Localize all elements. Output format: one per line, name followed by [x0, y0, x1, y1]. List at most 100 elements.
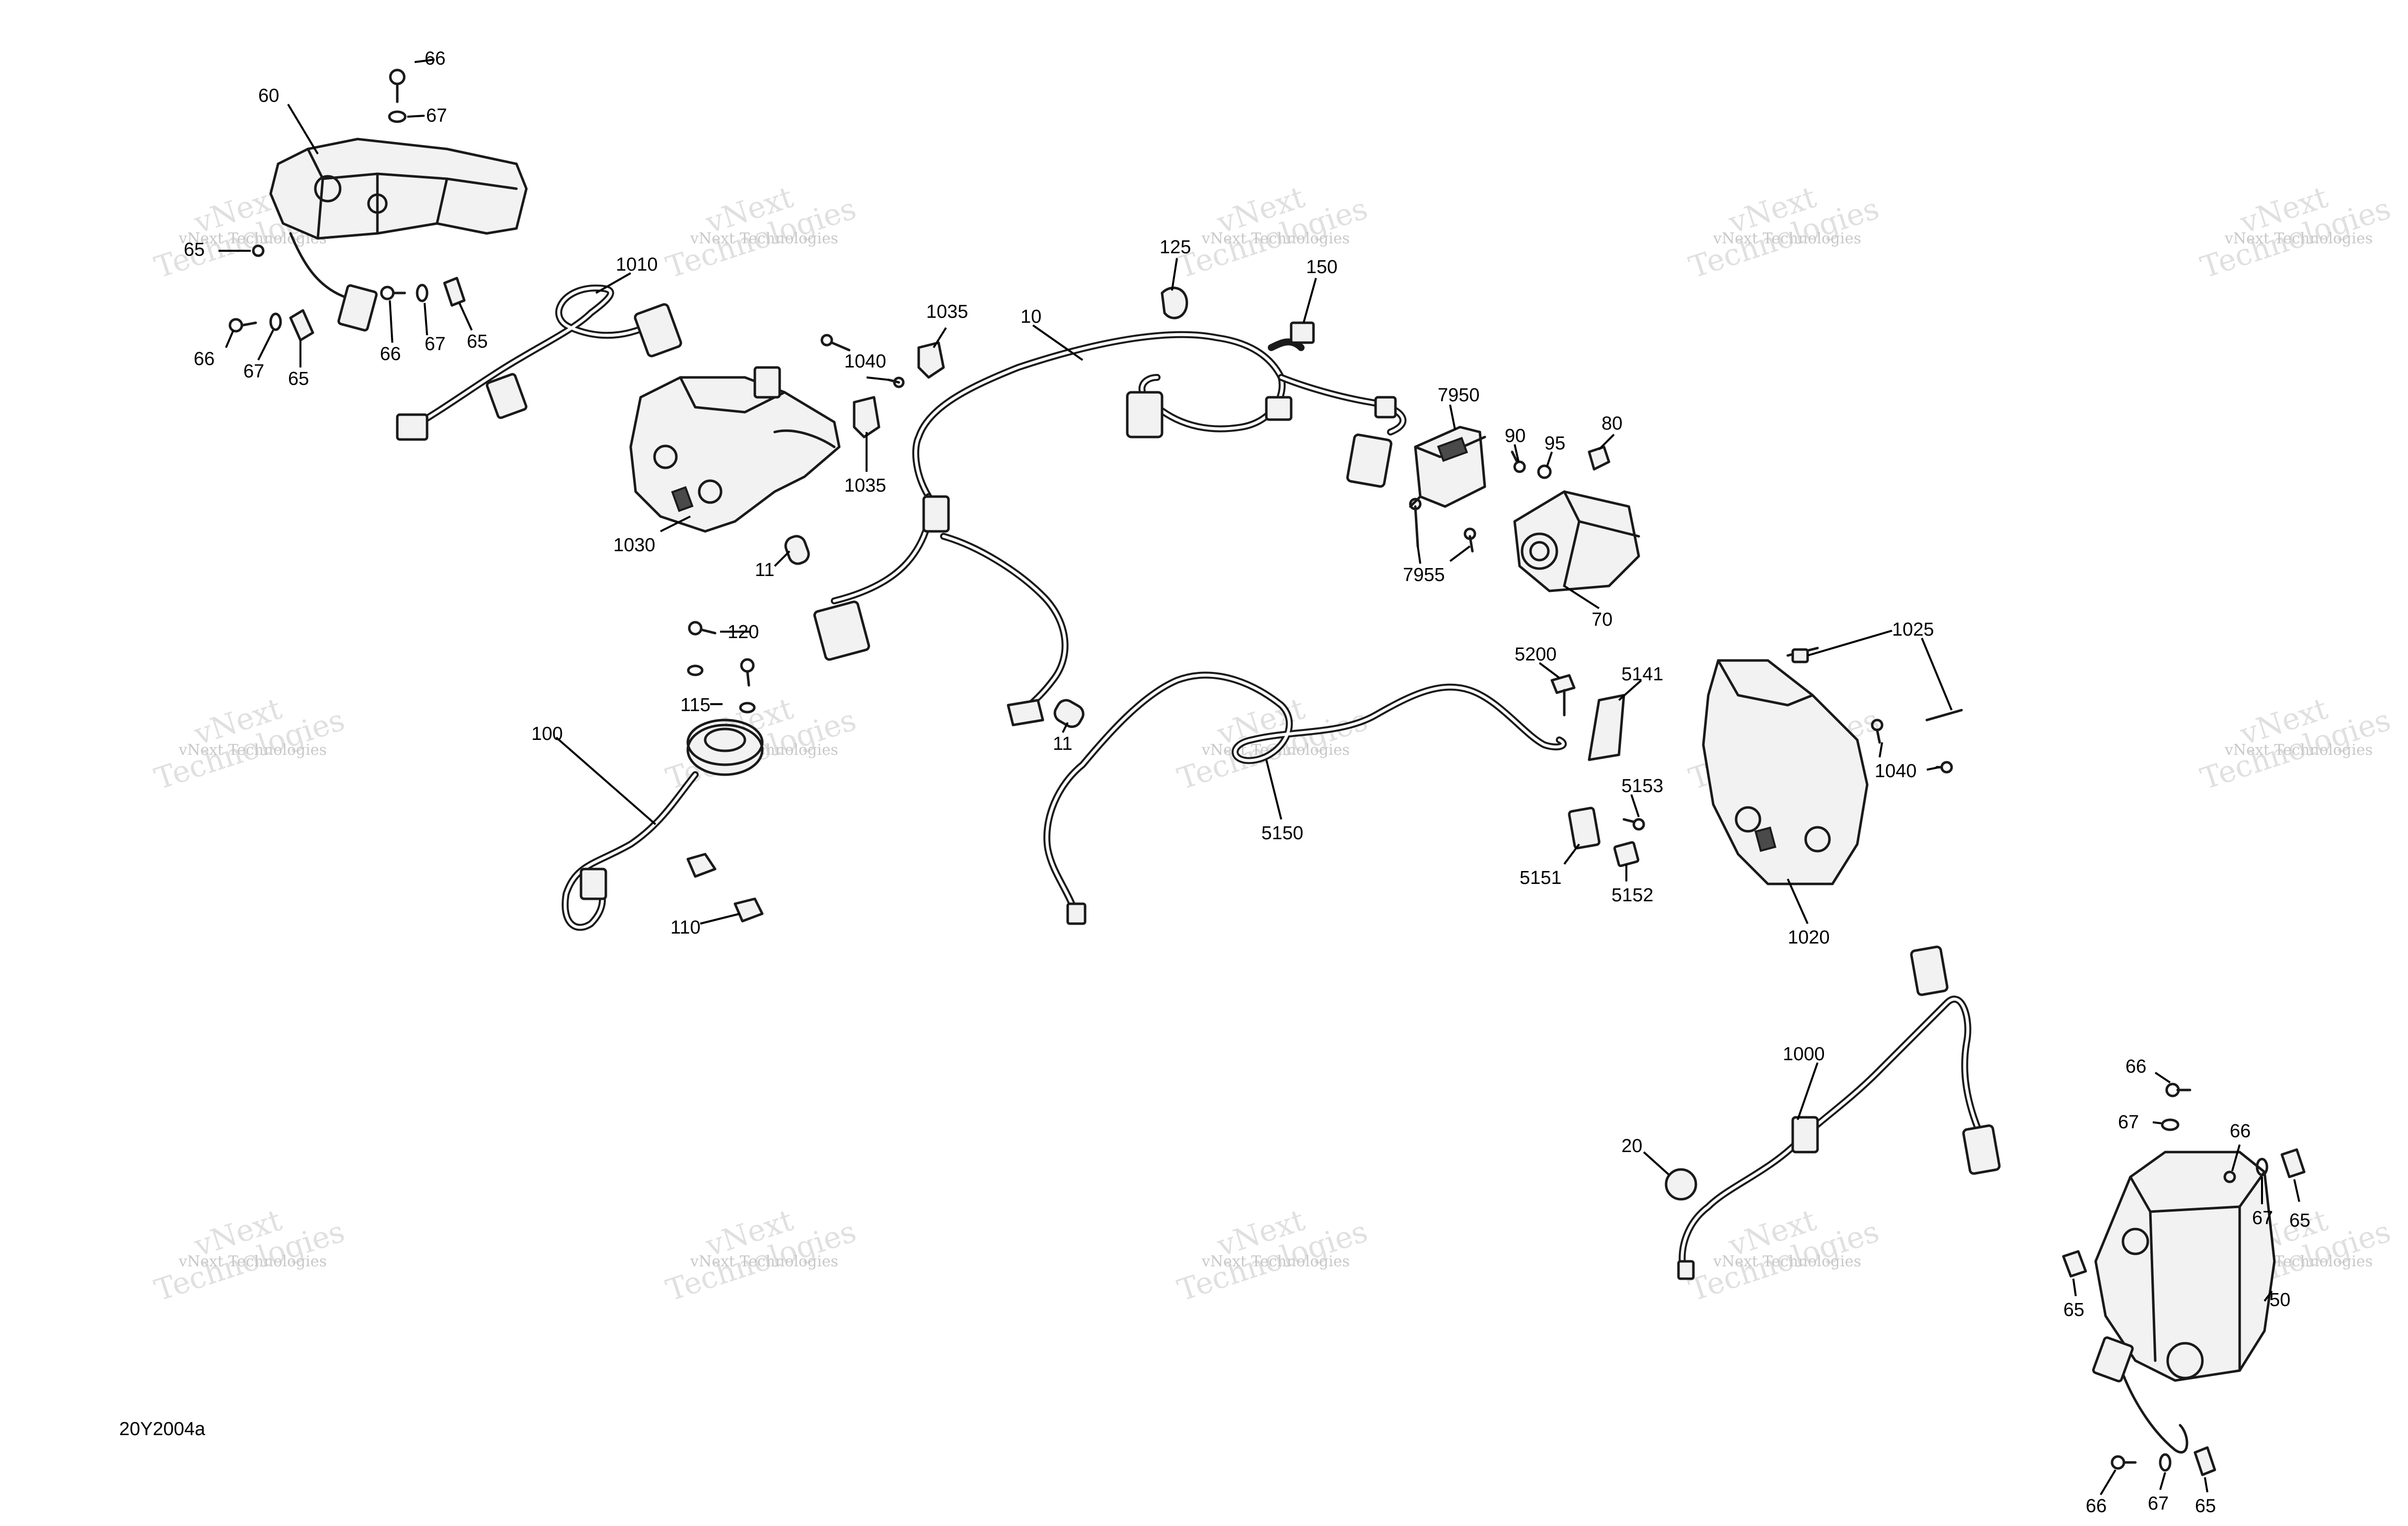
watermark: vNext Technologies vNext Technologies	[150, 1203, 349, 1308]
module-7950	[1409, 426, 1486, 508]
watermark-text: vNext Technologies	[178, 741, 327, 759]
cover-1020	[1702, 659, 1869, 885]
connector-150	[1290, 321, 1315, 344]
callout-11: 11	[755, 560, 774, 581]
callout-65: 65	[2289, 1210, 2310, 1231]
callout-5151: 5151	[1520, 868, 1562, 888]
watermark: vNext Technologies vNext Technologies	[150, 691, 349, 797]
fasteners-top-left	[228, 69, 466, 342]
callout-labels: 66 67 60 65 66 67 65 66 67 65 1010 1030 …	[184, 48, 2310, 1517]
part-5152	[1613, 841, 1640, 868]
callout-95: 95	[1544, 433, 1565, 454]
callout-100: 100	[531, 724, 563, 744]
callout-66: 66	[2086, 1496, 2107, 1517]
screw-5153	[1622, 818, 1645, 831]
callout-5153: 5153	[1621, 776, 1664, 797]
watermark-text: vNext Technologies	[2224, 230, 2373, 247]
callout-115: 115	[680, 695, 711, 716]
clip-1035-a	[917, 341, 945, 379]
watermark: vNext Technologies vNext Technologies	[2196, 691, 2395, 797]
bolt-5200	[1550, 674, 1576, 717]
reference-code: 20Y2004a	[119, 1419, 206, 1440]
part-11-a	[784, 535, 810, 565]
callout-7955: 7955	[1403, 565, 1445, 585]
callout-60: 60	[258, 85, 279, 106]
callout-67: 67	[426, 105, 447, 126]
callout-70: 70	[1592, 609, 1612, 630]
watermark-text: vNext Technologies	[1713, 1253, 1861, 1270]
callout-65: 65	[2063, 1300, 2084, 1320]
watermark: vNext Technologies vNext Technologies	[662, 1203, 860, 1308]
harness-5150	[1043, 671, 1567, 925]
watermark: vNext Technologies vNext Technologies	[2196, 180, 2395, 285]
callout-1000: 1000	[1783, 1044, 1825, 1065]
watermark-text: vNext Technologies	[690, 230, 838, 247]
headlamp-left	[269, 138, 528, 332]
callout-65: 65	[2195, 1496, 2216, 1517]
screws-7955	[1409, 498, 1476, 553]
watermark-text: vNext Technologies	[1201, 1253, 1350, 1270]
callout-125: 125	[1160, 237, 1191, 258]
watermark-text: vNext Technologies	[1201, 230, 1350, 247]
fasteners-bottom-right	[2062, 1083, 2306, 1476]
clip-1035-b	[853, 396, 880, 438]
callout-5150: 5150	[1261, 823, 1304, 844]
callout-1035: 1035	[926, 301, 968, 322]
callout-66: 66	[2230, 1121, 2251, 1142]
watermark-text: vNext Technologies	[2224, 741, 2373, 759]
callout-5152: 5152	[1611, 885, 1654, 906]
harness-10	[813, 331, 1407, 727]
callout-1040: 1040	[1875, 761, 1917, 782]
assembly-70	[1513, 490, 1640, 592]
nut-80	[1588, 445, 1610, 471]
callout-67: 67	[2252, 1208, 2273, 1229]
watermark: vNext Technologies vNext Technologies	[662, 180, 860, 285]
callout-1010: 1010	[616, 254, 658, 275]
callout-66: 66	[425, 48, 445, 69]
callout-20: 20	[1621, 1136, 1642, 1157]
callout-66: 66	[194, 349, 215, 369]
watermark-text: vNext Technologies	[1713, 230, 1861, 247]
callout-7950: 7950	[1438, 385, 1480, 406]
part-11-b	[1053, 699, 1085, 728]
clip-125	[1161, 287, 1188, 319]
grommet-20	[1665, 1168, 1697, 1201]
watermark: vNext Technologies vNext Technologies	[1173, 180, 1372, 285]
callout-10: 10	[1021, 306, 1041, 327]
leader-lines	[219, 59, 2300, 1496]
callout-80: 80	[1602, 413, 1622, 434]
harness-1010	[396, 285, 682, 441]
callout-67: 67	[2148, 1493, 2169, 1514]
callout-11: 11	[1053, 733, 1072, 754]
callout-90: 90	[1505, 426, 1526, 446]
callout-50: 50	[2269, 1290, 2290, 1310]
callout-66: 66	[2125, 1056, 2146, 1077]
callout-120: 120	[728, 622, 759, 643]
callout-65: 65	[467, 331, 488, 352]
buzzer-100	[562, 719, 764, 931]
screw-1040-a	[820, 334, 905, 388]
headlamp-right	[2092, 1151, 2276, 1454]
callout-65: 65	[288, 368, 309, 389]
callout-66: 66	[380, 344, 401, 364]
callout-5141: 5141	[1621, 664, 1664, 685]
callout-1040: 1040	[844, 351, 886, 372]
callout-5200: 5200	[1515, 644, 1557, 665]
watermark-text: vNext Technologies	[178, 1253, 327, 1270]
clip-110	[686, 853, 764, 923]
washer-115	[687, 664, 756, 714]
cover-1030	[629, 366, 841, 533]
callout-65: 65	[184, 239, 205, 260]
watermark: vNext Technologies vNext Technologies	[1173, 1203, 1372, 1308]
callout-67: 67	[425, 334, 445, 355]
callout-110: 110	[670, 917, 701, 938]
harness-1000	[1677, 945, 2001, 1280]
callout-67: 67	[2118, 1112, 2139, 1133]
watermark-text: vNext Technologies	[690, 1253, 838, 1270]
screw-90	[1511, 450, 1526, 473]
watermark: vNext Technologies vNext Technologies	[1685, 180, 1883, 285]
callout-1020: 1020	[1788, 927, 1830, 948]
connector-5151	[1568, 806, 1601, 850]
part-drawings	[228, 69, 2306, 1476]
